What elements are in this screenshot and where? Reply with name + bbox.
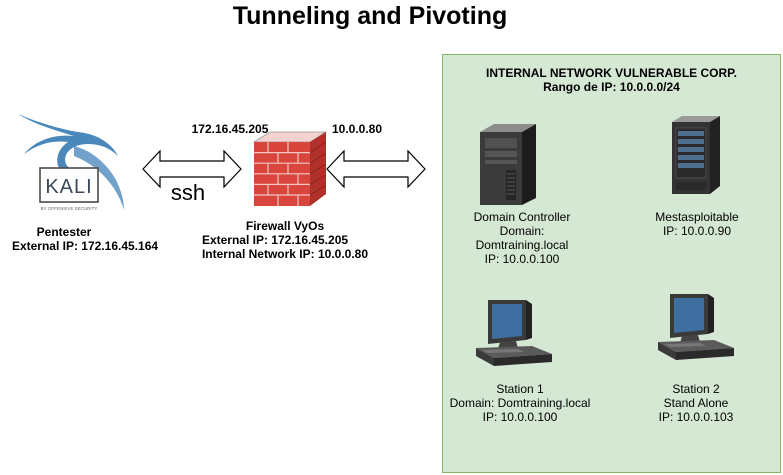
station-1-workstation-icon bbox=[476, 300, 552, 366]
internal-network-zone bbox=[442, 54, 781, 473]
station-2-type: Stand Alone bbox=[663, 396, 729, 410]
station-2-name: Station 2 bbox=[672, 382, 720, 396]
metasploitable-name: Mestasploitable bbox=[655, 210, 739, 224]
firewall-internal-ip-label: 10.0.0.80 bbox=[331, 122, 383, 136]
station-1-domain: Domain: Domtraining.local bbox=[449, 396, 591, 410]
station-2-label: Station 2 Stand Alone IP: 10.0.0.103 bbox=[626, 382, 766, 424]
domain-controller-domain-heading: Domain: bbox=[499, 224, 545, 238]
internal-network-range: Rango de IP: 10.0.0.0/24 bbox=[543, 80, 680, 94]
domain-controller-name: Domain Controller bbox=[473, 210, 571, 224]
internal-network-name: INTERNAL NETWORK VULNERABLE CORP. bbox=[486, 66, 737, 80]
internal-link-arrow bbox=[326, 149, 426, 189]
ssh-label: ssh bbox=[170, 180, 206, 205]
kali-logo-text: KALI bbox=[45, 176, 92, 198]
internal-network-title: INTERNAL NETWORK VULNERABLE CORP. Rango … bbox=[442, 66, 781, 94]
pentester-name: Pentester bbox=[36, 225, 92, 239]
metasploitable-ip: IP: 10.0.0.90 bbox=[662, 224, 732, 238]
firewall-name: Firewall VyOs bbox=[245, 219, 325, 233]
kali-logo-subtext: BY OFFENSIVE SECURITY bbox=[41, 206, 98, 211]
firewall-icon bbox=[252, 131, 328, 206]
station-1-name: Station 1 bbox=[496, 382, 544, 396]
metasploitable-server-icon bbox=[672, 116, 720, 194]
kali-logo-icon: KALI BY OFFENSIVE SECURITY bbox=[18, 114, 124, 211]
diagram-title: Tunneling and Pivoting bbox=[232, 2, 508, 30]
station-2-ip: IP: 10.0.0.103 bbox=[658, 410, 734, 424]
pentester-external-ip: External IP: 172.16.45.164 bbox=[11, 239, 159, 253]
station-2-workstation-icon bbox=[658, 294, 734, 360]
firewall-external-ip: External IP: 172.16.45.205 bbox=[201, 233, 349, 247]
domain-controller-domain: Domtraining.local bbox=[475, 238, 569, 252]
metasploitable-label: Mestasploitable IP: 10.0.0.90 bbox=[630, 210, 764, 238]
firewall-internal-ip: Internal Network IP: 10.0.0.80 bbox=[201, 247, 369, 261]
domain-controller-ip: IP: 10.0.0.100 bbox=[484, 252, 560, 266]
domain-controller-label: Domain Controller Domain: Domtraining.lo… bbox=[440, 210, 604, 266]
station-1-label: Station 1 Domain: Domtraining.local IP: … bbox=[440, 382, 600, 424]
domain-controller-server-icon bbox=[480, 124, 536, 205]
firewall-external-ip-label: 172.16.45.205 bbox=[191, 122, 269, 136]
station-1-ip: IP: 10.0.0.100 bbox=[482, 410, 558, 424]
ssh-link-arrow bbox=[142, 149, 242, 189]
